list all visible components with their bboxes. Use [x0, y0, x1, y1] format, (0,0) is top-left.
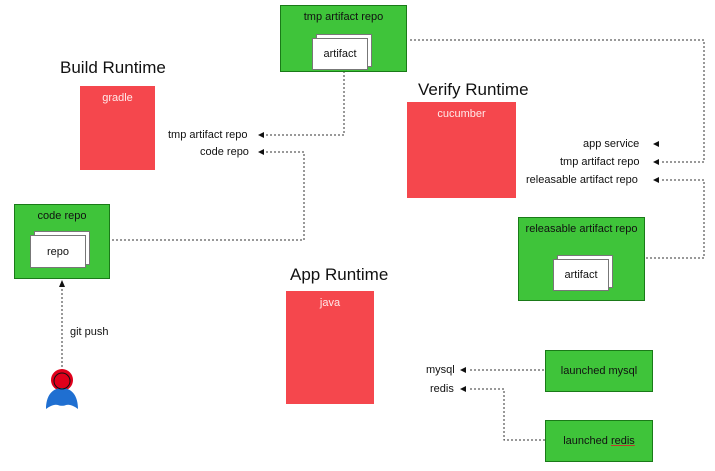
- launched-mysql-box: launched mysql: [545, 350, 653, 392]
- app-port-redis: redis: [430, 383, 454, 395]
- verify-runtime-title: Verify Runtime: [418, 80, 529, 99]
- gradle-label: gradle: [102, 92, 133, 104]
- releasable-artifact-repo-title: releasable artifact repo: [525, 223, 638, 235]
- launched-redis-box: launched redis: [545, 420, 653, 462]
- build-port-tmp-artifact-repo: tmp artifact repo: [168, 129, 248, 141]
- cucumber-runtime-box: cucumber: [407, 102, 516, 198]
- verify-port-app-service: app service: [583, 138, 640, 150]
- releasable-artifact-doc-label: artifact: [564, 269, 598, 281]
- artifact-doc-label: artifact: [323, 48, 357, 60]
- git-push-label: git push: [70, 326, 109, 338]
- verify-port-releasable-artifact-repo: releasable artifact repo: [526, 174, 638, 186]
- repo-doc-label: repo: [46, 245, 70, 258]
- launched-redis-prefix: launched: [563, 435, 611, 447]
- verify-port-tmp-artifact-repo: tmp artifact repo: [560, 156, 640, 168]
- cucumber-label: cucumber: [437, 108, 486, 120]
- repo-doc: repo: [30, 235, 86, 268]
- launched-redis-name: redis: [610, 435, 635, 447]
- releasable-artifact-doc: artifact: [553, 259, 609, 291]
- artifact-doc: artifact: [312, 38, 368, 70]
- app-port-mysql: mysql: [426, 364, 455, 376]
- build-port-code-repo: code repo: [200, 146, 249, 158]
- build-runtime-title: Build Runtime: [60, 58, 166, 77]
- app-runtime-title: App Runtime: [290, 265, 389, 284]
- launched-mysql-title: launched mysql: [560, 365, 638, 377]
- developer-icon: [46, 369, 78, 409]
- gradle-runtime-box: gradle: [80, 86, 155, 170]
- code-repo-title: code repo: [37, 210, 87, 222]
- java-runtime-box: java: [286, 291, 374, 404]
- java-label: java: [319, 297, 341, 309]
- tmp-artifact-repo-title: tmp artifact repo: [303, 11, 384, 23]
